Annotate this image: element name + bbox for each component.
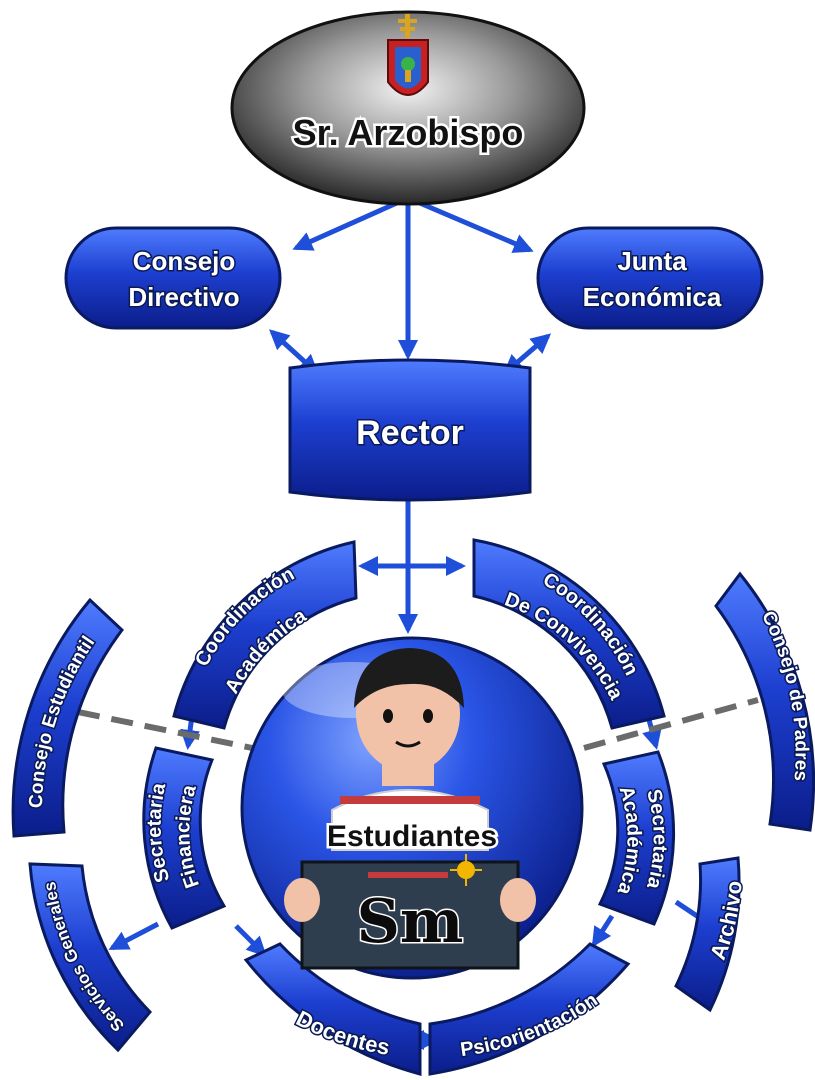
node-secretaria-academica: Secretaria Académica bbox=[597, 750, 676, 926]
rector-label: Rector bbox=[356, 414, 464, 452]
arrow-secfin-docentes bbox=[234, 924, 267, 957]
node-consejo-directivo: Consejo Directivo bbox=[64, 226, 282, 330]
dashed-line-left bbox=[77, 709, 263, 753]
sm-newspaper: Sm bbox=[284, 854, 536, 970]
node-junta-economica: Junta Económica bbox=[536, 226, 764, 330]
node-arzobispo: Sr. Arzobispo bbox=[230, 10, 586, 206]
coat-of-arms-icon bbox=[387, 39, 429, 96]
arrow-secacad-psico bbox=[591, 914, 615, 948]
node-archivo: Archivo bbox=[674, 856, 748, 1013]
arrow-secfin-servicios bbox=[108, 921, 160, 951]
consejo-directivo-label-1: Consejo bbox=[133, 246, 236, 276]
node-estudiantes: Estudiantes Sm bbox=[240, 636, 584, 980]
node-rector: Rector bbox=[288, 358, 532, 502]
consejo-directivo-label-2: Directivo bbox=[128, 282, 239, 312]
arrow-arzobispo-junta bbox=[407, 195, 534, 253]
sm-logo-text: Sm bbox=[357, 887, 464, 957]
node-secretaria-financiera: Secretaria Financiera bbox=[142, 746, 227, 930]
node-servicios-generales: Servicios Generales bbox=[28, 862, 153, 1053]
node-consejo-padres: Consejo de Padres bbox=[714, 571, 815, 832]
node-consejo-estudiantil: Consejo Estudiantil bbox=[11, 597, 125, 838]
arrow-arzobispo-consejo bbox=[292, 195, 410, 251]
estudiantes-label: Estudiantes bbox=[327, 820, 497, 853]
sun-icon bbox=[450, 854, 482, 886]
dashed-line-right bbox=[583, 697, 759, 751]
cross-icon bbox=[398, 14, 417, 38]
junta-economica-label-1: Junta bbox=[617, 246, 687, 276]
arzobispo-label: Sr. Arzobispo bbox=[293, 112, 524, 153]
student-figure-icon bbox=[331, 648, 489, 851]
junta-economica-label-2: Económica bbox=[583, 282, 722, 312]
